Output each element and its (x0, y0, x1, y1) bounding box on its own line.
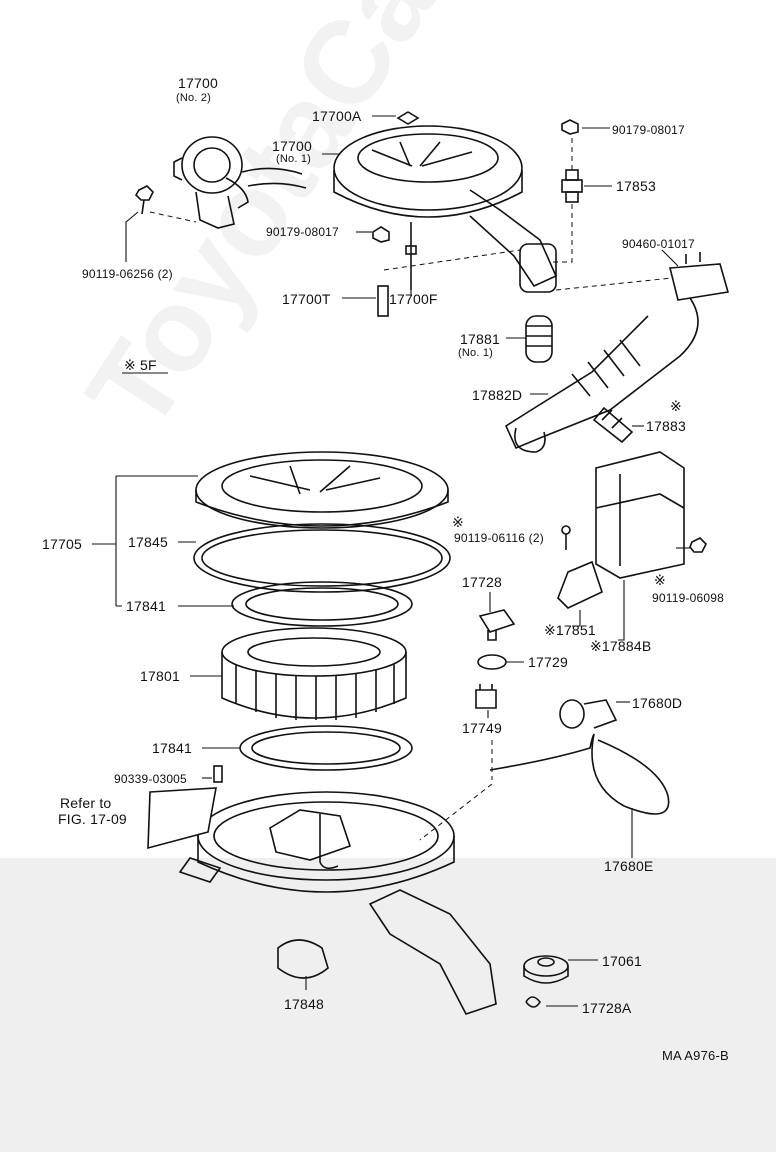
part-17680d-valve[interactable] (559, 699, 618, 729)
label-17700-no2: 17700 (178, 75, 218, 91)
part-17841-top-ring[interactable] (231, 581, 413, 627)
part-17841-bottom-ring[interactable] (239, 725, 413, 771)
part-90339-03005-plug[interactable] (213, 765, 223, 783)
label-17749: 17749 (462, 720, 502, 736)
label-17061: 17061 (602, 953, 642, 969)
label-90179-08017-top: 90179-08017 (612, 123, 685, 137)
part-90119-06256-bolt[interactable] (134, 185, 154, 215)
part-17700-no2-valve[interactable] (173, 136, 307, 229)
label-17841-top: 17841 (126, 598, 166, 614)
part-90179-08017-top-nut[interactable] (561, 119, 579, 135)
part-17848-gasket[interactable] (277, 939, 329, 979)
label-90339-03005: 90339-03005 (114, 772, 187, 786)
reference-code: MA A976-B (662, 1048, 729, 1063)
label-17728: 17728 (462, 574, 502, 590)
part-17882d-duct[interactable] (504, 297, 699, 453)
part-17729-gasket[interactable] (477, 654, 507, 670)
part-17881-hose[interactable] (525, 315, 553, 363)
label-90119-06256: 90119-06256 (2) (82, 267, 173, 281)
refer-note-line2: FIG. 17-09 (58, 811, 127, 827)
label-17729: 17729 (528, 654, 568, 670)
label-90119-06098-mark: ※ (654, 572, 666, 588)
part-17728a-clip[interactable] (525, 996, 541, 1008)
part-17851-bracket[interactable] (557, 560, 603, 609)
part-17883-hose[interactable] (592, 406, 634, 444)
label-90119-06116: 90119-06116 (2) (454, 531, 544, 545)
part-17700-no1-air-cleaner[interactable] (333, 125, 558, 293)
label-17700-no2-sub: (No. 2) (176, 92, 212, 104)
label-17841-bottom: 17841 (152, 740, 192, 756)
lower-background-band (0, 858, 776, 1152)
label-17700t: 17700T (282, 291, 331, 307)
label-17801: 17801 (140, 668, 180, 684)
part-17700a-wingnut[interactable] (396, 111, 420, 125)
part-17728-sensor[interactable] (478, 609, 516, 641)
label-17700f: 17700F (389, 291, 438, 307)
label-17680d: 17680D (632, 695, 683, 711)
label-17883-mark: ※ (670, 398, 682, 414)
part-17749-clip[interactable] (475, 684, 497, 709)
part-17845-gasket[interactable] (193, 523, 451, 593)
label-17700-no1-sub: (No. 1) (276, 153, 312, 165)
part-17680e-hose[interactable] (489, 733, 670, 815)
refer-note-line1: Refer to (60, 795, 112, 811)
section-note: ※ 5F (124, 357, 157, 373)
label-17884b: ※17884B (590, 638, 652, 654)
part-90119-06098-bolt[interactable] (689, 537, 707, 553)
label-17881-sub: (No. 1) (458, 347, 494, 359)
label-17700a: 17700A (312, 108, 362, 124)
label-90460-01017: 90460-01017 (622, 237, 695, 251)
part-17700t-stud[interactable] (377, 285, 389, 317)
part-lower-housing[interactable] (147, 787, 497, 1015)
part-17700f-stud[interactable] (405, 222, 417, 290)
label-17851: ※17851 (544, 622, 596, 638)
part-17061-cap[interactable] (523, 955, 569, 984)
part-17845-lid[interactable] (195, 451, 449, 529)
label-17728a: 17728A (582, 1000, 632, 1016)
part-17884b-resonator[interactable] (595, 451, 685, 579)
label-17881: 17881 (460, 331, 500, 347)
label-90179-08017-mid: 90179-08017 (266, 225, 339, 239)
label-90119-06098: 90119-06098 (652, 591, 725, 605)
part-17801-element[interactable] (221, 627, 407, 720)
label-17883: 17883 (646, 418, 686, 434)
label-17680e: 17680E (604, 858, 654, 874)
label-90119-06116-mark: ※ (452, 514, 464, 530)
part-90460-01017-clamp[interactable] (668, 252, 730, 301)
label-17853: 17853 (616, 178, 656, 194)
part-90119-06116-bolt[interactable] (561, 525, 571, 550)
label-17882d: 17882D (472, 387, 523, 403)
label-17705: 17705 (42, 536, 82, 552)
part-90179-08017-mid-nut[interactable] (372, 226, 390, 243)
part-17853-mount[interactable] (561, 169, 583, 203)
label-17700-no1: 17700 (272, 138, 312, 154)
label-17845: 17845 (128, 534, 168, 550)
label-17848: 17848 (284, 996, 324, 1012)
